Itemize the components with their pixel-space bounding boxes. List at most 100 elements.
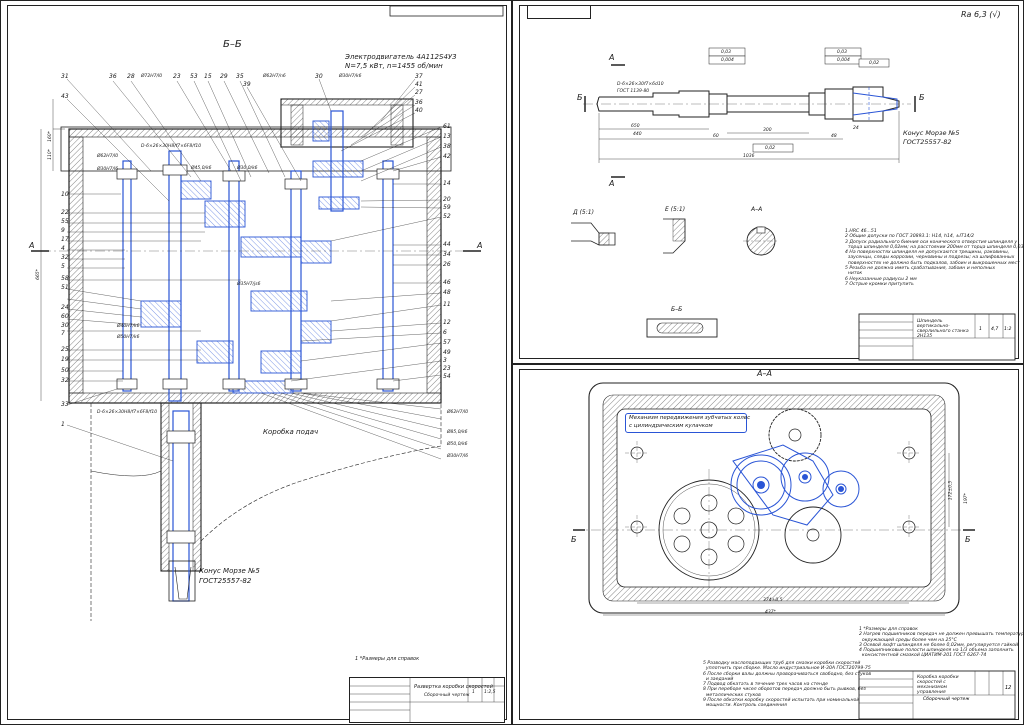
- section-b-right: Б: [965, 535, 971, 544]
- fit-note: Ø30H7/l6: [447, 454, 469, 459]
- callout: 48: [443, 289, 451, 296]
- section-a-left: А: [29, 241, 35, 250]
- detail-e-label: Е (5:1): [665, 206, 686, 213]
- tolerance: 0,03: [837, 50, 848, 55]
- callout: 15: [204, 73, 212, 80]
- dim: 24: [853, 126, 859, 131]
- assembly-notes: 5 Разводку маслоподающих труб для смазки…: [703, 661, 872, 709]
- callout: 14: [443, 180, 451, 187]
- callout: 42: [443, 153, 451, 160]
- callout: 29: [220, 73, 228, 80]
- fit-note: Ø50,0/k6: [447, 442, 468, 447]
- dim: 650: [631, 124, 640, 129]
- callout: 30: [315, 73, 323, 80]
- dim-110: 110*: [47, 149, 53, 160]
- mechanism-label-box: [625, 413, 747, 433]
- tech-notes: 1.HRC 46...51 2 Общие допуски по ГОСТ 30…: [845, 229, 1024, 287]
- section-aa-label: А–А: [751, 206, 763, 213]
- callout: 22: [61, 209, 69, 216]
- tolerance: 0,004: [721, 58, 734, 63]
- section-b-left: Б: [571, 535, 577, 544]
- callout: 13: [443, 133, 451, 140]
- gearbox-drawing: [31, 5, 504, 621]
- section-b-right: Б: [919, 93, 925, 102]
- corner-marker: [527, 5, 591, 19]
- dim-374: 374±0,5: [763, 598, 783, 603]
- callout: 26: [443, 261, 451, 268]
- spindle-drawing: [571, 47, 1016, 361]
- callout: 3: [443, 357, 447, 364]
- callout: 28: [127, 73, 135, 80]
- callout: 58: [61, 275, 69, 282]
- fit-note: Ø50H7/k6: [117, 335, 140, 340]
- callout: 35: [236, 73, 244, 80]
- callout: 7: [61, 330, 65, 337]
- callout: 24: [61, 304, 69, 311]
- fit-note: Ø62H7/n6: [263, 74, 286, 79]
- fit-note: Ø62H7/l0: [97, 154, 119, 159]
- tb-scale: 1:2: [1004, 327, 1012, 332]
- callout: 54: [443, 373, 451, 380]
- tolerance: 0,02: [869, 61, 880, 66]
- fit-note: Ø72H7/l0: [141, 74, 163, 79]
- cone-standard: ГОСТ25557-82: [199, 577, 252, 585]
- tb-sheet: 1: [979, 327, 982, 332]
- sheet-frame: [519, 369, 1019, 720]
- callout: 38: [443, 143, 451, 150]
- callout: 39: [243, 81, 251, 88]
- tb-sheet: 1: [472, 690, 475, 695]
- callout: 32: [61, 377, 69, 384]
- gearbox-label: Коробка подач: [263, 428, 319, 436]
- title-block: Развертка коробки скоростей Сборочный че…: [349, 677, 505, 723]
- section-aa-label: А–А: [757, 369, 772, 378]
- fit-note: Ø30H7/l6: [97, 167, 119, 172]
- callout: 20: [443, 196, 451, 203]
- dim: 60: [713, 134, 719, 139]
- callout: 5: [61, 263, 65, 270]
- fit-note: Ø45,0/k6: [191, 166, 212, 171]
- callout: 37: [415, 73, 423, 80]
- tb-subtitle: Сборочный чертеж: [923, 697, 970, 702]
- callout: 12: [443, 319, 451, 326]
- tb-name: Развертка коробки скоростей: [414, 684, 493, 690]
- dim-197: 197*: [963, 493, 969, 504]
- tb-sheet: 12: [1005, 685, 1012, 691]
- detail-d-label: Д (5:1): [573, 209, 594, 216]
- callout: 32: [61, 254, 69, 261]
- dim: 300: [763, 128, 772, 133]
- dim-160: 160*: [47, 131, 53, 142]
- cone-label: Конус Морзе №5: [903, 129, 960, 137]
- callout: 51: [61, 284, 69, 291]
- dim: 440: [633, 132, 642, 137]
- cone-standard: ГОСТ25557-82: [903, 138, 952, 146]
- callout: 19: [61, 356, 69, 363]
- mechanism-label-2: с цилиндрическим кулачком: [629, 423, 713, 429]
- section-bb-label: Б–Б: [671, 306, 683, 313]
- mechanism-drawing: [573, 382, 1016, 720]
- motor-params: N=7,5 кВт, n=1455 об/мин: [345, 62, 443, 70]
- callout: 57: [443, 339, 451, 346]
- tolerance: 0,03: [721, 50, 732, 55]
- sheet-control-mechanism: Механизм передвижения зубчатых колес с ц…: [512, 364, 1024, 725]
- tb-subtitle: Сборочный чертеж: [424, 693, 470, 698]
- mechanism-label-1: Механизм передвижения зубчатых колес: [629, 415, 751, 421]
- callout: 33: [61, 401, 69, 408]
- section-b-left: Б: [577, 93, 583, 102]
- sheet-spindle-detail: Ra 6,3 (√) А А Б Б Д (5:1) Е (5:1) А–А Б…: [512, 0, 1024, 364]
- callout: 23: [173, 73, 181, 80]
- callout: 52: [443, 213, 451, 220]
- callout: 36: [109, 73, 117, 80]
- fit-note: Ø35H7/js6: [237, 282, 261, 287]
- callout: 55: [61, 218, 69, 225]
- tb-mass: 1:2,5: [484, 690, 496, 695]
- callout: 9: [61, 227, 65, 234]
- tb-name: Шпиндель вертикально-сверлильного станка…: [917, 319, 969, 339]
- callout: 27: [415, 89, 423, 96]
- dim-665: 665*: [35, 269, 41, 280]
- fit-note: Ø30,0/k6: [237, 166, 258, 171]
- sheet-frame: [519, 5, 1019, 359]
- callout: 25: [61, 346, 69, 353]
- sheet-frame: [7, 5, 507, 720]
- callout: 11: [443, 301, 451, 308]
- callout: 30: [61, 322, 69, 329]
